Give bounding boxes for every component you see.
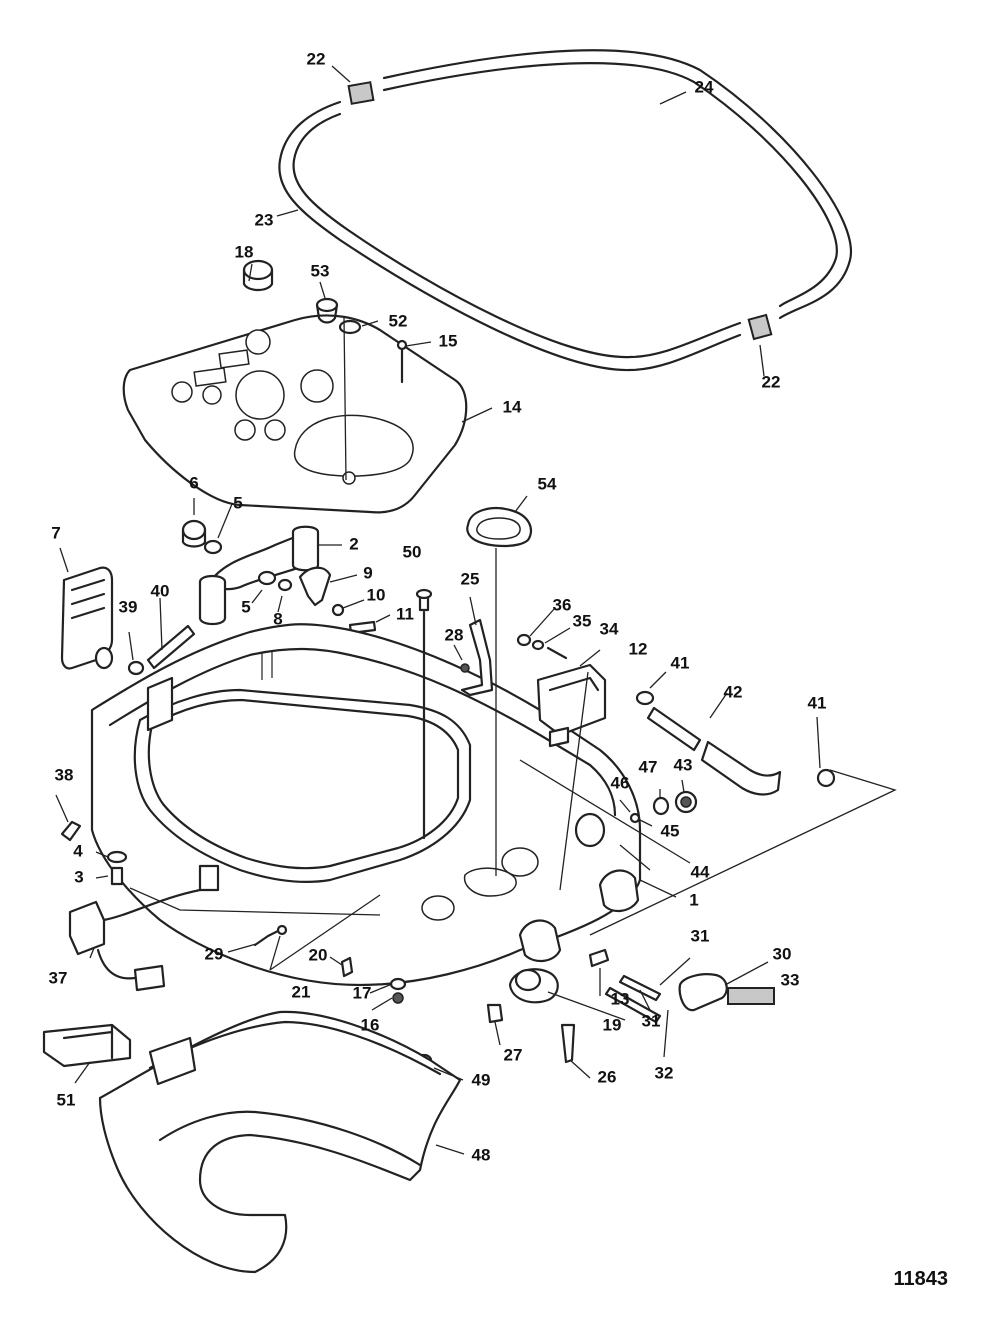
callout-52: 52 [389, 311, 408, 330]
callout-16: 16 [361, 1015, 380, 1034]
plug-part [604, 973, 775, 1024]
callout-53: 53 [311, 261, 330, 280]
callout-22: 22 [762, 372, 781, 391]
callout-5: 5 [233, 493, 242, 512]
mounting-plate-part [122, 314, 468, 514]
seal-segment-part [347, 81, 773, 341]
figure-number: 11843 [893, 1268, 948, 1290]
callout-30: 30 [773, 944, 792, 963]
callout-42: 42 [724, 682, 743, 701]
callout-22: 22 [307, 49, 326, 68]
fastener-part [60, 820, 128, 886]
callout-51: 51 [57, 1090, 76, 1109]
cover-clip-part [42, 1023, 132, 1068]
callout-36: 36 [553, 595, 572, 614]
pin-part [127, 624, 196, 676]
callout-17: 17 [353, 983, 372, 1002]
seal-ring-part [278, 49, 853, 372]
steering-arm-part [181, 519, 377, 635]
callout-10: 10 [367, 585, 386, 604]
callout-labels: 22 24 23 22 18 53 52 15 14 54 6 5 2 7 9 … [49, 49, 827, 1164]
callout-6: 6 [189, 473, 198, 492]
callout-44: 44 [691, 862, 710, 881]
mount-box-part [516, 633, 607, 748]
callout-38: 38 [55, 765, 74, 784]
callout-46: 46 [611, 773, 630, 792]
callout-3: 3 [74, 867, 83, 886]
callout-4: 4 [73, 841, 83, 860]
callout-54: 54 [538, 474, 557, 493]
callout-20: 20 [309, 945, 328, 964]
hose-part [635, 690, 836, 796]
callout-48: 48 [472, 1145, 491, 1164]
callout-11: 11 [396, 604, 414, 623]
callout-23: 23 [255, 210, 274, 229]
callout-40: 40 [151, 581, 170, 600]
callout-13: 13 [611, 989, 630, 1008]
callout-21: 21 [292, 982, 311, 1001]
housing-part [90, 623, 642, 987]
callout-29: 29 [205, 944, 224, 963]
drain-part [486, 948, 610, 1064]
harness-part [68, 864, 220, 992]
callout-43: 43 [674, 755, 693, 774]
callout-26: 26 [598, 1067, 617, 1086]
callout-5: 5 [241, 597, 250, 616]
callout-32: 32 [655, 1063, 674, 1082]
callout-25: 25 [461, 569, 480, 588]
callout-33: 33 [781, 970, 800, 989]
side-cover-part [60, 566, 114, 670]
callout-12: 12 [629, 639, 648, 658]
callout-24: 24 [695, 77, 714, 96]
callout-27: 27 [504, 1045, 523, 1064]
lower-cover-part [98, 1010, 462, 1274]
callout-41: 41 [808, 693, 827, 712]
callout-45: 45 [661, 821, 680, 840]
leader-lines [55, 65, 897, 1155]
callout-1: 1 [689, 890, 698, 909]
callout-9: 9 [363, 563, 372, 582]
ground-lead-part [253, 924, 354, 978]
gasket-part [466, 507, 533, 548]
callout-18: 18 [235, 242, 254, 261]
callout-41: 41 [671, 653, 690, 672]
callout-31: 31 [642, 1011, 661, 1030]
callout-28: 28 [445, 625, 464, 644]
callout-35: 35 [573, 611, 592, 630]
callout-47: 47 [639, 757, 658, 776]
callout-31: 31 [691, 926, 710, 945]
bracket-part [460, 618, 494, 697]
callout-2: 2 [349, 534, 358, 553]
callout-34: 34 [600, 619, 619, 638]
callout-8: 8 [273, 609, 282, 628]
grommet-part [242, 259, 408, 384]
callout-14: 14 [503, 397, 522, 416]
fitting-part [629, 790, 698, 824]
callout-15: 15 [439, 331, 458, 350]
nut-part [389, 977, 407, 1004]
callout-19: 19 [603, 1015, 622, 1034]
callout-7: 7 [51, 523, 60, 542]
callout-39: 39 [119, 597, 138, 616]
callout-50: 50 [403, 542, 422, 561]
callout-49: 49 [472, 1070, 491, 1089]
callout-37: 37 [49, 968, 68, 987]
